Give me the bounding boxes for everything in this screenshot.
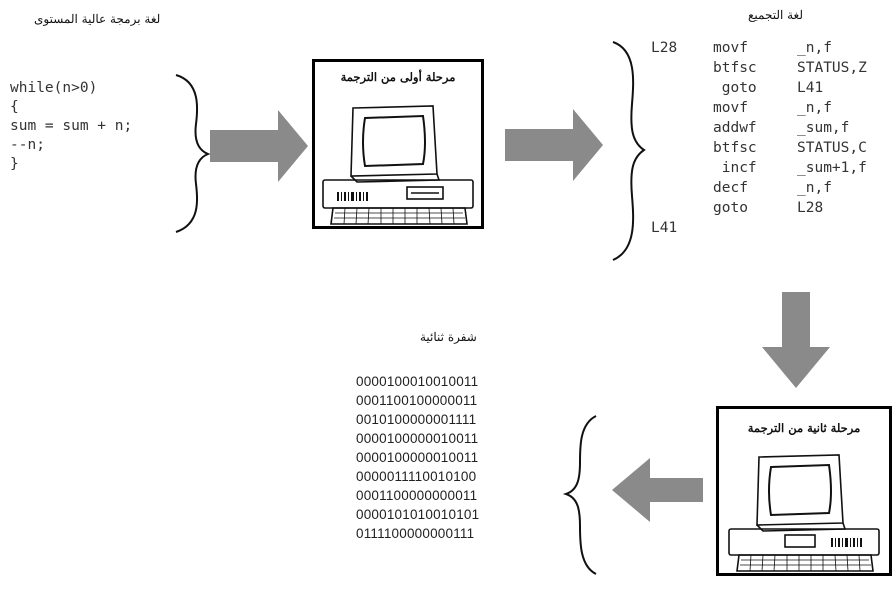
brace-icon (562, 415, 597, 575)
asm-arg: _sum,f (797, 120, 850, 136)
asm-op: movf (713, 40, 748, 56)
binary-line: 0001100000000011 (356, 488, 478, 503)
arrow-icon (762, 292, 830, 388)
asm-op: goto (713, 200, 748, 216)
stage1-box: مرحلة أولى من الترجمة (312, 59, 484, 229)
binary-line: 0000100000010011 (356, 431, 479, 446)
asm-op: incf (713, 160, 757, 176)
code-line: { (10, 99, 19, 115)
binary-line: 0111100000000111 (356, 526, 475, 541)
arrow-icon (612, 458, 703, 522)
binary-line: 0000101010010101 (356, 507, 480, 522)
binary-line: 0000011110010100 (356, 469, 477, 484)
code-line: --n; (10, 137, 45, 153)
stage1-title: مرحلة أولى من الترجمة (340, 70, 456, 84)
arrow-icon (505, 109, 603, 181)
asm-arg: STATUS,C (797, 140, 867, 156)
code-line: } (10, 156, 19, 172)
assembly-ops: movf btfsc goto movf addwf btfsc incf de… (713, 38, 757, 238)
asm-arg: L41 (797, 80, 824, 96)
binary-line: 0000100000010011 (356, 450, 479, 465)
code-line: while(n>0) (10, 80, 98, 96)
asm-arg: _n,f (797, 40, 832, 56)
asm-arg: L28 (797, 200, 824, 216)
asm-arg: _n,f (797, 100, 832, 116)
stage2-box: مرحلة ثانية من الترجمة (716, 406, 892, 576)
assembly-labels: L28 L41 (651, 38, 677, 238)
arrow-icon (210, 110, 308, 182)
assembly-args: _n,f STATUS,Z L41 _n,f _sum,f STATUS,C _… (797, 38, 867, 238)
asm-op: decf (713, 180, 748, 196)
asm-label: L28 (651, 40, 678, 56)
asm-op: goto (713, 80, 757, 96)
asm-label: L41 (651, 220, 678, 236)
asm-arg: STATUS,Z (797, 60, 867, 76)
binary-line: 0001100100000011 (356, 393, 478, 408)
high-level-title: لغة برمجة عالية المستوى (34, 12, 161, 26)
asm-arg: _n,f (797, 180, 832, 196)
asm-op: btfsc (713, 140, 757, 156)
asm-op: btfsc (713, 60, 757, 76)
stage2-title: مرحلة ثانية من الترجمة (747, 421, 861, 435)
high-level-code: while(n>0) { sum = sum + n; --n; } (10, 79, 132, 174)
binary-code: 0000100010010011 0001100100000011 001010… (356, 372, 479, 543)
assembly-title: لغة التجميع (748, 8, 803, 22)
asm-arg: _sum+1,f (797, 160, 867, 176)
brace-icon (612, 41, 646, 261)
computer-icon (322, 105, 474, 225)
asm-op: addwf (713, 120, 757, 136)
binary-title: شفرة ثنائية (420, 330, 477, 344)
computer-icon (728, 454, 880, 572)
binary-line: 0010100000001111 (356, 412, 477, 427)
code-line: sum = sum + n; (10, 118, 133, 134)
binary-line: 0000100010010011 (356, 374, 479, 389)
brace-icon (175, 74, 211, 233)
asm-op: movf (713, 100, 748, 116)
